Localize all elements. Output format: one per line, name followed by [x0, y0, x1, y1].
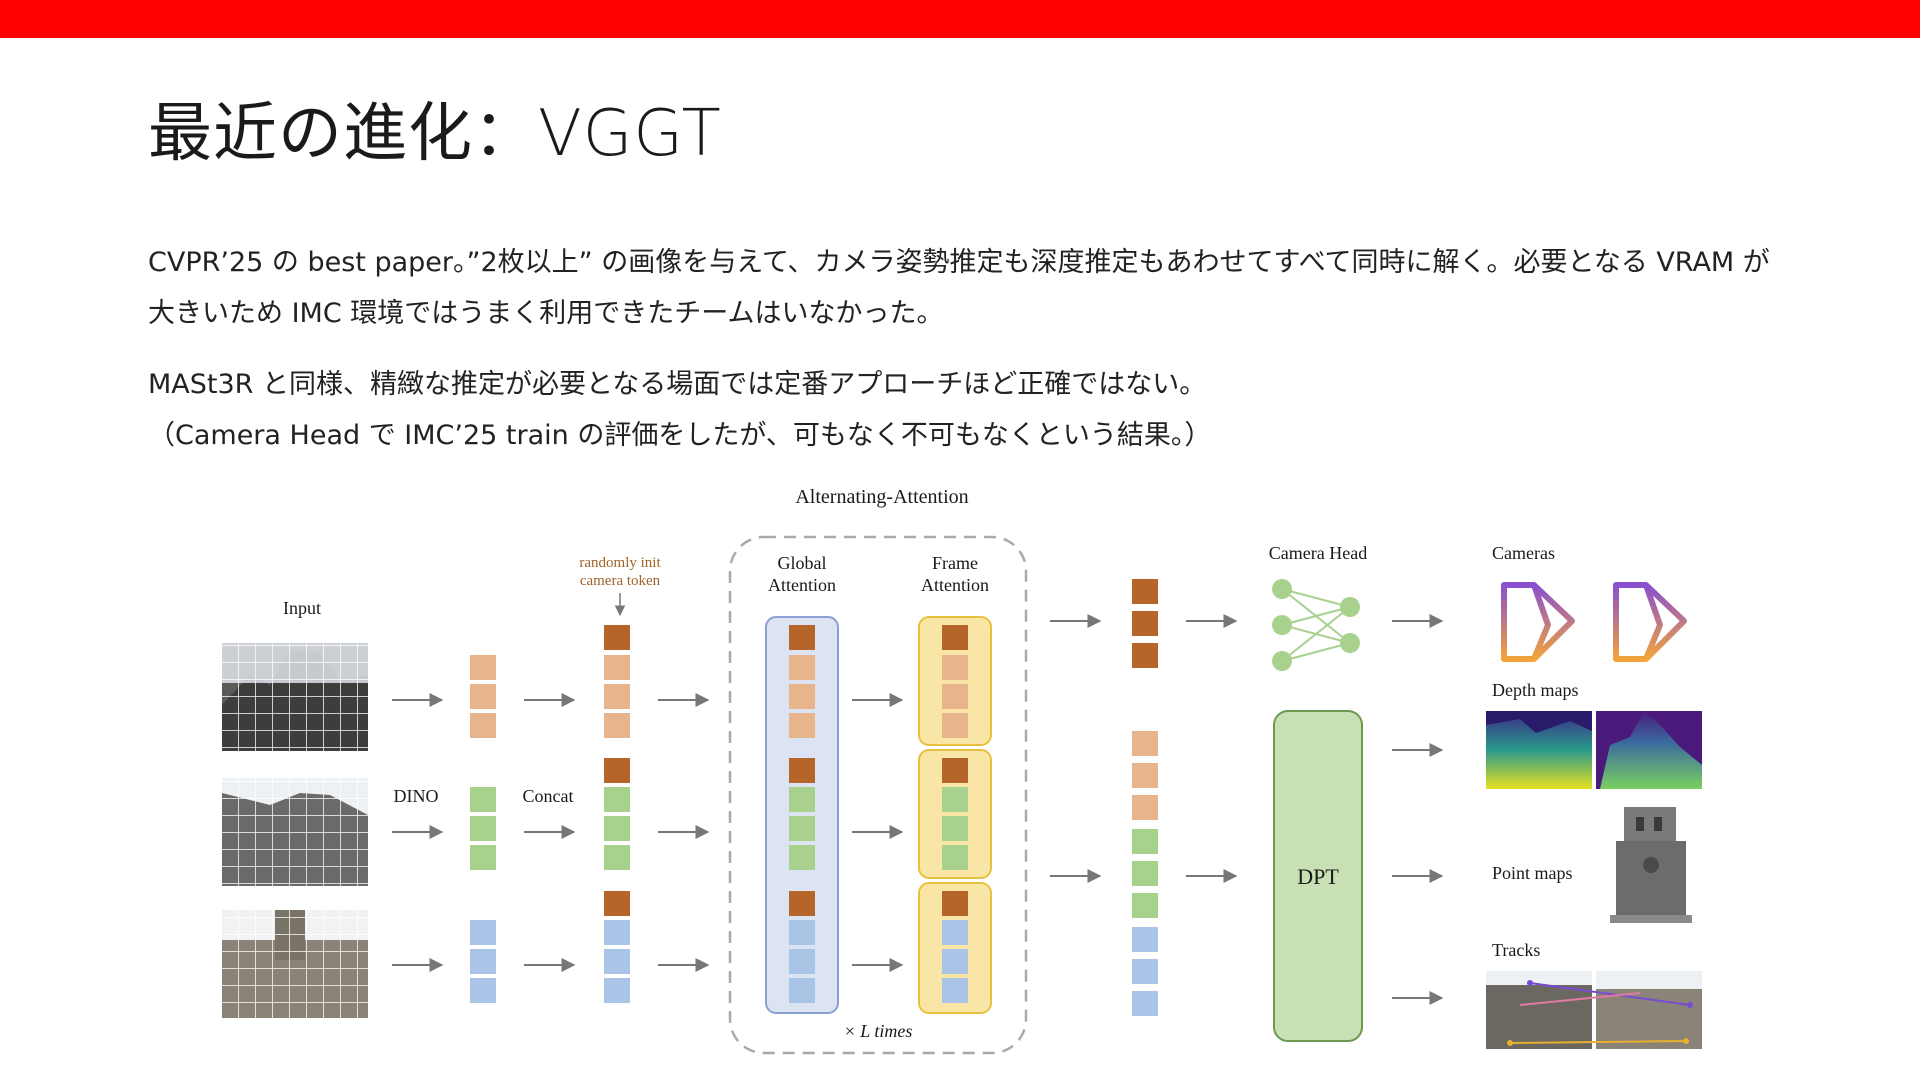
- page-title: 最近の進化：VGGT: [148, 97, 722, 171]
- frame-attention-label-line1: Frame: [932, 553, 978, 573]
- global-to-frame-arrows: [852, 693, 904, 972]
- frame-attention-label-line2: Attention: [921, 575, 989, 595]
- camera-token-label-line1: randomly init: [579, 555, 661, 571]
- concat-arrows: [524, 693, 576, 972]
- dino-label: DINO: [394, 786, 439, 806]
- repeat-label: × L times: [844, 1021, 913, 1041]
- concat-label: Concat: [523, 786, 574, 806]
- dino-arrows: [392, 693, 444, 972]
- output-token-arrows: [1050, 614, 1102, 883]
- input-image-3: [222, 910, 368, 1018]
- output-image-tokens: [1132, 731, 1158, 1016]
- point-maps-label: Point maps: [1492, 863, 1573, 883]
- comparison-paragraph: MASt3R と同様、精緻な推定が必要となる場面では定番アプローチほど正確ではな…: [148, 359, 1788, 461]
- frame-attention-tokens: [942, 625, 968, 1003]
- input-label: Input: [283, 598, 321, 618]
- tracks-label: Tracks: [1492, 940, 1540, 960]
- dino-tokens: [470, 655, 496, 1003]
- depth-maps-label: Depth maps: [1492, 680, 1578, 700]
- comparison-line: MASt3R と同様、精緻な推定が必要となる場面では定番アプローチほど正確ではな…: [148, 369, 1207, 400]
- global-attention-tokens: [789, 625, 815, 1003]
- camera-token-label-line2: camera token: [580, 573, 661, 589]
- camera-head-label: Camera Head: [1269, 543, 1367, 563]
- alternating-attention-box: [728, 535, 1028, 1055]
- description-paragraph: CVPR’25 の best paper。”2枚以上” の画像を与えて、カメラ姿…: [148, 247, 1770, 329]
- depth-map-images: [1486, 711, 1702, 789]
- top-accent-bar: [0, 0, 1920, 38]
- global-attention-label-line2: Attention: [768, 575, 836, 595]
- vggt-architecture-figure: Alternating-Attention Input DINO: [222, 486, 1702, 1055]
- evaluation-note: （Camera Head で IMC’25 train の評価をしたが、可もなく…: [148, 420, 1212, 451]
- input-image-1: [222, 643, 368, 751]
- global-attention-box: [765, 616, 839, 1014]
- dpt-head-box: [1273, 710, 1363, 1042]
- cameras-label: Cameras: [1492, 543, 1555, 563]
- attention-input-arrows: [658, 693, 710, 972]
- camera-head-network-icon: [1272, 579, 1360, 671]
- input-image-2: [222, 778, 368, 886]
- tracks-images: [1486, 971, 1702, 1049]
- frame-attention-boxes: [918, 616, 992, 1014]
- dpt-label: DPT: [1297, 864, 1339, 889]
- point-map-image: [1610, 807, 1692, 923]
- figure-title: Alternating-Attention: [795, 486, 968, 508]
- global-attention-label-line1: Global: [778, 553, 827, 573]
- output-camera-tokens: [1132, 579, 1158, 668]
- head-input-arrows: [1186, 614, 1238, 883]
- concat-tokens: [604, 625, 630, 1003]
- final-output-arrows: [1392, 614, 1444, 1005]
- camera-frustum-icons: [1501, 582, 1687, 662]
